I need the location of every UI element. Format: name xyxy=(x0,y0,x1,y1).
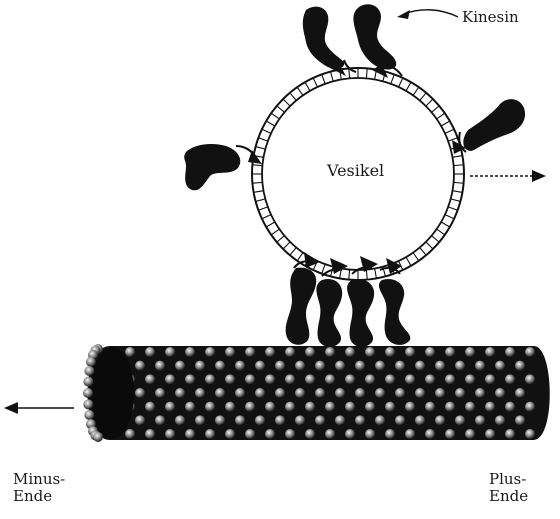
kinesin-motor-top-left xyxy=(302,6,357,76)
kinesin-motor-walking-4 xyxy=(378,258,411,345)
kinesin-motor-walking-2 xyxy=(316,258,348,347)
kinesin-motor-top-right xyxy=(353,4,403,78)
arrow-left-icon xyxy=(4,402,74,414)
minus-end-label-line2: Ende xyxy=(13,487,53,505)
plus-end-label: Plus- Ende xyxy=(489,471,528,505)
minus-end-label-line1: Minus- xyxy=(13,470,66,488)
kinesin-label: Kinesin xyxy=(462,8,519,26)
vesicle-membrane xyxy=(251,67,465,281)
arrow-right-icon xyxy=(470,170,546,182)
plus-end-label-line1: Plus- xyxy=(489,470,527,488)
kinesin-motor-right xyxy=(452,99,526,154)
vesicle-label: Vesikel xyxy=(327,161,385,180)
kinesin-pointer-arrow xyxy=(397,9,459,19)
microtubule-filament xyxy=(83,344,550,442)
plus-end-label-line2: Ende xyxy=(489,487,529,505)
kinesin-motor-walking-3 xyxy=(347,256,378,347)
kinesin-motor-left xyxy=(184,144,262,191)
kinesin-motor-walking-1 xyxy=(285,252,320,345)
minus-end-label: Minus- Ende xyxy=(13,471,65,505)
